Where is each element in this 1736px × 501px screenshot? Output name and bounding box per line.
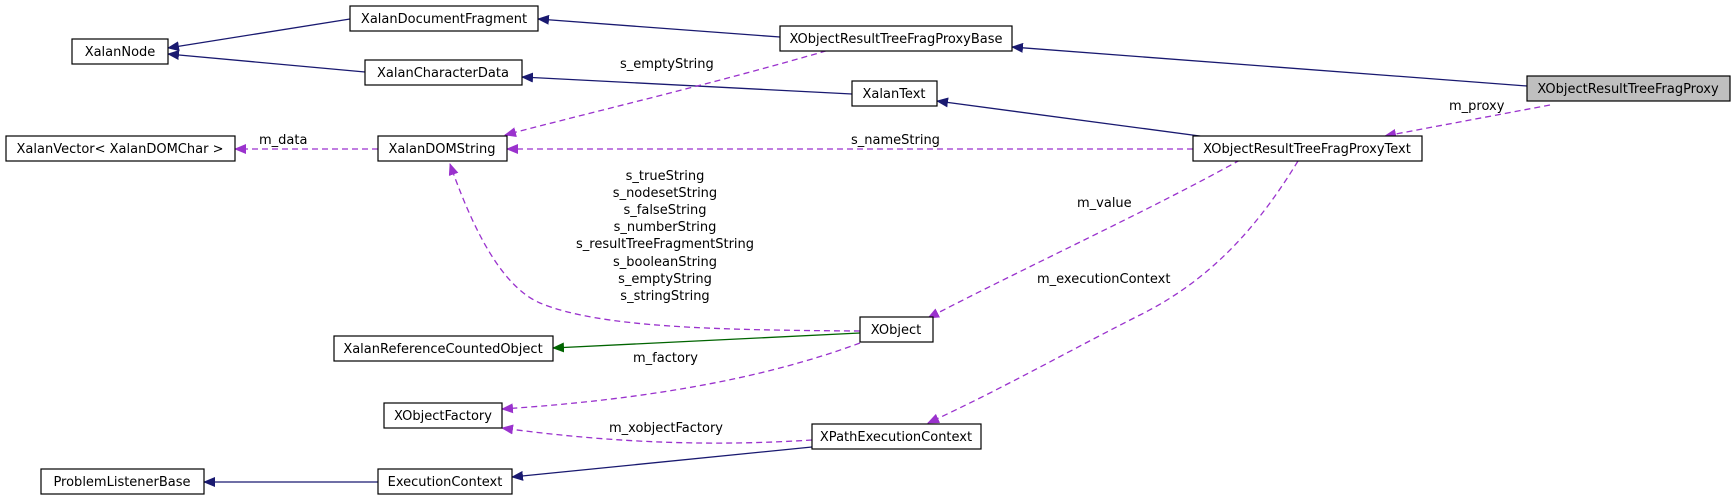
node-xalanvector[interactable]: XalanVector< XalanDOMChar > [5, 135, 236, 162]
edge-proxybase-to-xalandocumentfragment [537, 14, 781, 38]
node-label-xobjectresulttreefragproxybase: XObjectResultTreeFragProxyBase [789, 32, 1002, 47]
edge-xalancharacterdata-to-xalannode [167, 50, 366, 73]
edge-proxy-to-proxytext [1384, 104, 1551, 139]
edge-label-m-xobjectfactory: m_xobjectFactory [609, 421, 723, 436]
node-xobjectresulttreefragproxytext[interactable]: XObjectResultTreeFragProxyText [1192, 135, 1423, 162]
edge-label-s-emptystring-2: s_emptyString [618, 272, 712, 287]
edge-proxytext-to-xobject [927, 159, 1241, 319]
node-label-xalannode: XalanNode [85, 45, 156, 60]
edge-proxytext-to-xpathexecutioncontext [927, 160, 1299, 424]
node-problemlistenerbase[interactable]: ProblemListenerBase [40, 468, 205, 495]
edge-proxybase-to-xalandomstring [504, 47, 837, 138]
edge-xobject-to-xobjectfactory [501, 342, 861, 414]
node-label-xobjectresulttreefragproxytext: XObjectResultTreeFragProxyText [1203, 142, 1411, 157]
node-executioncontext[interactable]: ExecutionContext [377, 468, 513, 495]
node-label-xobject: XObject [871, 323, 921, 338]
edge-xalandocumentfragment-to-xalannode [167, 18, 351, 52]
node-xalannode[interactable]: XalanNode [71, 38, 169, 65]
node-xalandomstring[interactable]: XalanDOMString [377, 135, 508, 162]
edge-xobject-to-xalanreferencecountedobject [552, 332, 861, 353]
edge-label-m-data: m_data [259, 133, 307, 148]
edge-label-xobject-strings: s_trueString s_nodesetString s_falseStri… [576, 169, 754, 304]
edge-label-s-resulttreefragmentstring: s_resultTreeFragmentString [576, 237, 754, 252]
node-xalandocumentfragment[interactable]: XalanDocumentFragment [349, 5, 539, 32]
edge-label-m-factory: m_factory [633, 351, 698, 366]
edge-label-m-executioncontext: m_executionContext [1037, 272, 1170, 287]
node-xobjectresulttreefragproxybase[interactable]: XObjectResultTreeFragProxyBase [779, 25, 1013, 52]
node-label-xobjectfactory: XObjectFactory [394, 409, 492, 424]
node-label-xalandocumentfragment: XalanDocumentFragment [361, 12, 527, 27]
node-label-xalanvector: XalanVector< XalanDOMChar > [17, 142, 224, 157]
edge-label-s-falsestring: s_falseString [624, 203, 707, 218]
edge-label-m-value: m_value [1077, 196, 1132, 211]
node-label-problemlistenerbase: ProblemListenerBase [53, 475, 190, 490]
node-label-xalanreferencecountedobject: XalanReferenceCountedObject [343, 342, 542, 357]
node-xpathexecutioncontext[interactable]: XPathExecutionContext [811, 423, 982, 450]
node-xalancharacterdata[interactable]: XalanCharacterData [364, 59, 523, 86]
node-xalantext[interactable]: XalanText [851, 80, 938, 107]
edge-xalantext-to-xalancharacterdata [521, 72, 853, 95]
edge-label-s-namestring: s_nameString [851, 133, 940, 148]
node-label-xalancharacterdata: XalanCharacterData [377, 66, 509, 81]
node-label-xobjectresulttreefragproxy: XObjectResultTreeFragProxy [1537, 82, 1719, 97]
edge-xpathexecutioncontext-to-executioncontext [511, 446, 813, 481]
edge-proxytext-to-xalantext [936, 97, 1223, 140]
node-label-executioncontext: ExecutionContext [388, 475, 503, 490]
edge-label-s-emptystring: s_emptyString [620, 57, 714, 72]
node-xalanreferencecountedobject[interactable]: XalanReferenceCountedObject [333, 335, 554, 362]
edge-label-s-truestring: s_trueString [626, 169, 705, 184]
node-xobjectfactory[interactable]: XObjectFactory [383, 402, 503, 429]
edge-label-s-numberstring: s_numberString [614, 220, 717, 235]
edge-label-s-booleanstring: s_booleanString [613, 255, 717, 270]
edge-xpathexecutioncontext-to-xobjectfactory [501, 424, 813, 444]
node-label-xalantext: XalanText [863, 87, 926, 102]
node-label-xalandomstring: XalanDOMString [389, 142, 496, 157]
node-label-xpathexecutioncontext: XPathExecutionContext [820, 430, 972, 445]
edge-label-m-proxy: m_proxy [1449, 99, 1505, 114]
node-xobjectresulttreefragproxy[interactable]: XObjectResultTreeFragProxy [1526, 75, 1731, 102]
edge-proxy-to-proxybase [1011, 42, 1528, 87]
edge-label-s-nodesetstring: s_nodesetString [613, 186, 717, 201]
edge-label-s-stringstring: s_stringString [620, 289, 709, 304]
node-xobject[interactable]: XObject [859, 316, 934, 343]
